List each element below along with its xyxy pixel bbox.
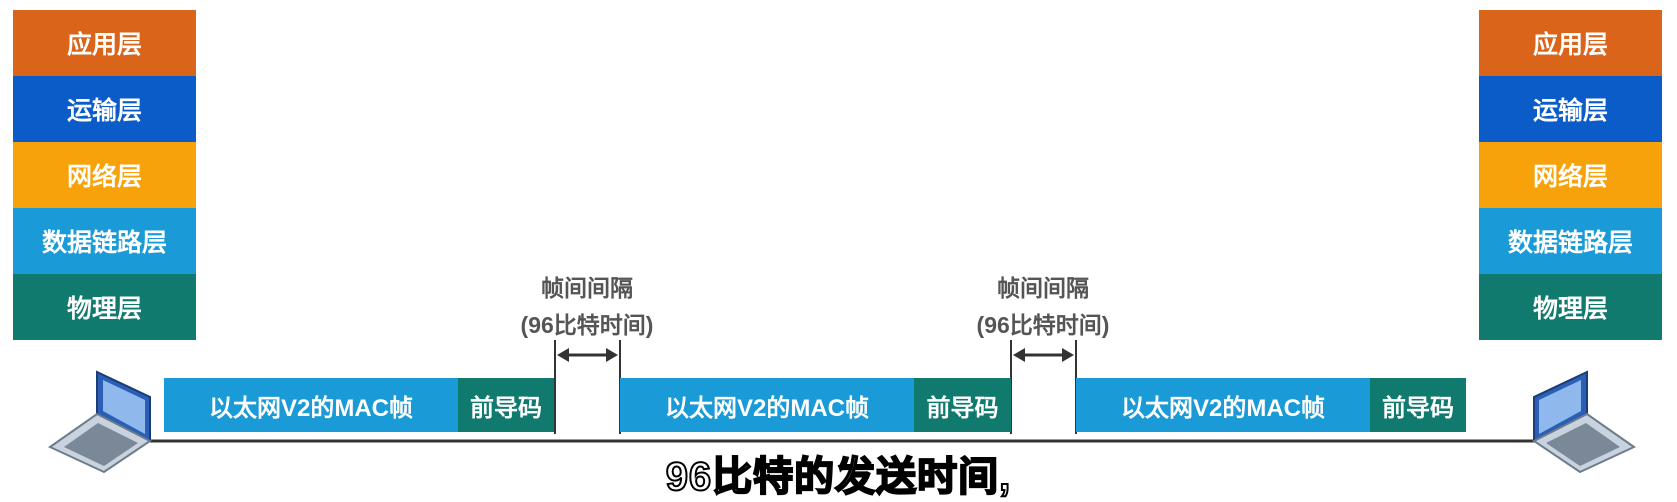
right-protocol-stack: 应用层 运输层 网络层 数据链路层 物理层	[1479, 10, 1662, 340]
left-application-layer: 应用层	[13, 10, 196, 76]
right-network-layer: 网络层	[1479, 142, 1662, 208]
gap2-duration: (96比特时间)	[976, 312, 1110, 338]
diagram-graphics	[48, 340, 1636, 474]
left-datalink-layer: 数据链路层	[13, 208, 196, 274]
left-network-layer: 网络层	[13, 142, 196, 208]
video-subtitle: 96比特的发送时间,	[665, 454, 1012, 500]
right-application-layer: 应用层	[1479, 10, 1662, 76]
gap2-title: 帧间间隔	[997, 275, 1089, 301]
frame-2: 以太网V2的MAC帧 前导码	[620, 378, 1011, 432]
frame-3-mac-frame: 以太网V2的MAC帧	[1076, 378, 1370, 432]
gap2-label: 帧间间隔 (96比特时间)	[943, 270, 1143, 344]
right-laptop-icon	[1532, 370, 1636, 474]
gap1-double-arrow	[557, 348, 618, 362]
frame-3: 以太网V2的MAC帧 前导码	[1076, 378, 1466, 432]
right-transport-layer: 运输层	[1479, 76, 1662, 142]
frame-1-preamble: 前导码	[458, 378, 554, 432]
gap1-label: 帧间间隔 (96比特时间)	[487, 270, 687, 344]
gap1-duration: (96比特时间)	[520, 312, 654, 338]
gap1-title: 帧间间隔	[541, 275, 633, 301]
right-physical-layer: 物理层	[1479, 274, 1662, 340]
left-transport-layer: 运输层	[13, 76, 196, 142]
right-datalink-layer: 数据链路层	[1479, 208, 1662, 274]
left-protocol-stack: 应用层 运输层 网络层 数据链路层 物理层	[13, 10, 196, 340]
frame-2-preamble: 前导码	[914, 378, 1011, 432]
frame-1: 以太网V2的MAC帧 前导码	[164, 378, 554, 432]
frame-1-mac-frame: 以太网V2的MAC帧	[164, 378, 458, 432]
frame-3-preamble: 前导码	[1370, 378, 1466, 432]
left-laptop-icon	[48, 370, 152, 474]
gap2-double-arrow	[1013, 348, 1074, 362]
frame-2-mac-frame: 以太网V2的MAC帧	[620, 378, 914, 432]
left-physical-layer: 物理层	[13, 274, 196, 340]
